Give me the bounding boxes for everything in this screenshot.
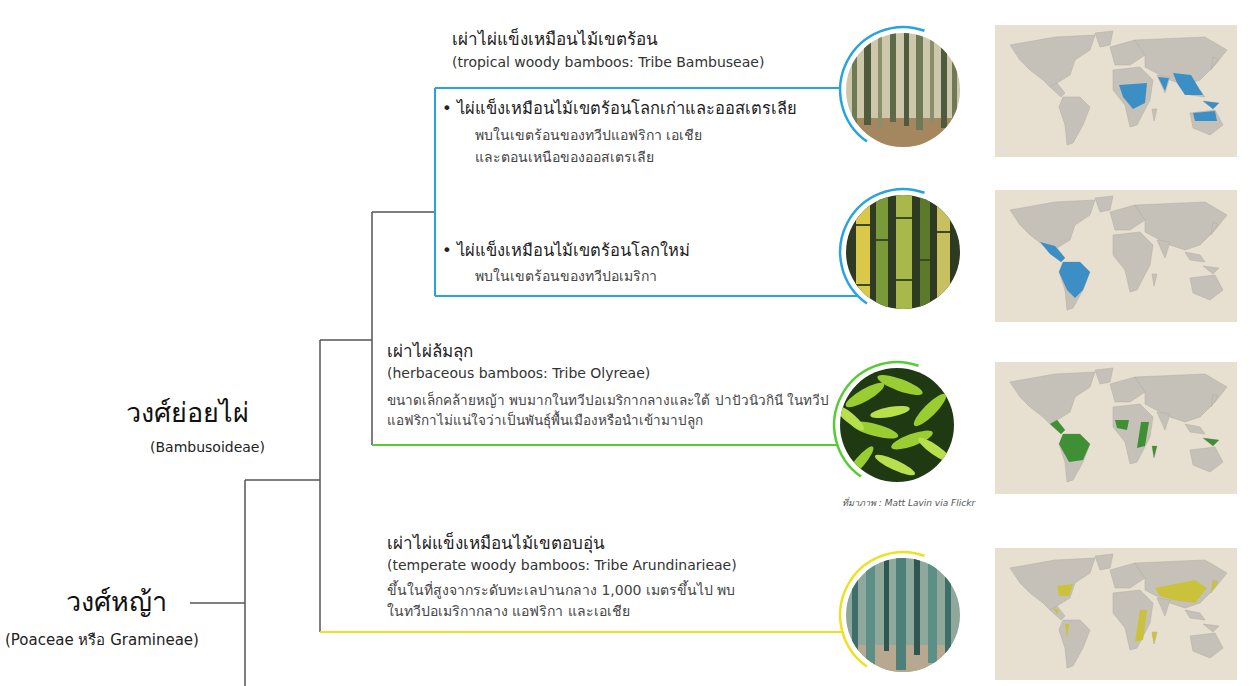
taxon-label: วงศ์ย่อยไผ่: [126, 395, 249, 431]
clade-heading: เผ่าไผ่แข็งเหมือนไม้เขตร้อน: [452, 28, 658, 51]
herbaceous-bamboo-photo: [833, 365, 960, 485]
description-text: พบในเขตร้อนของทวีปอเมริกา: [475, 267, 657, 286]
description-text: พบในเขตร้อนของทวีปแอฟริกา เอเชีย และตอนเ…: [475, 124, 725, 169]
tree-branches: [190, 88, 858, 686]
clade-heading: เผ่าไผ่ล้มลุก: [387, 340, 473, 363]
taxon-label: วงศ์หญ้า: [66, 584, 167, 620]
clade-heading: เผ่าไผ่แข็งเหมือนไม้เขตอบอุ่น: [387, 532, 605, 555]
scientific-name: (herbaceous bamboos: Tribe Olyreae): [387, 364, 650, 383]
scientific-name: (tropical woody bamboos: Tribe Bambuseae…: [452, 53, 764, 72]
bamboo-grove-photo: [840, 30, 970, 158]
distribution-map: [995, 25, 1237, 157]
description-text: ขึ้นในที่สูงจากระดับทะเลปานกลาง 1,000 เม…: [387, 580, 737, 622]
distribution-map: [995, 362, 1237, 494]
temperate-bamboo-photo: [840, 555, 970, 680]
scientific-name: (Poaceae หรือ Gramineae): [5, 630, 199, 650]
subclade-heading: • ไผ่แข็งเหมือนไม้เขตร้อนโลกเก่าและออสเต…: [442, 98, 797, 120]
subclade-heading: • ไผ่แข็งเหมือนไม้เขตร้อนโลกใหม่: [442, 240, 690, 262]
distribution-map: [995, 190, 1237, 322]
photo-credit: ที่มาภาพ : Matt Lavin via Flickr: [842, 497, 975, 509]
scientific-name: (Bambusoideae): [150, 438, 265, 457]
scientific-name: (temperate woody bamboos: Tribe Arundina…: [387, 556, 737, 575]
yellow-bamboo-photo: [840, 190, 970, 315]
distribution-map: [995, 548, 1237, 680]
description-text: ขนาดเล็กคล้ายหญ้า พบมากในทวีปอเมริกากลาง…: [387, 390, 835, 431]
